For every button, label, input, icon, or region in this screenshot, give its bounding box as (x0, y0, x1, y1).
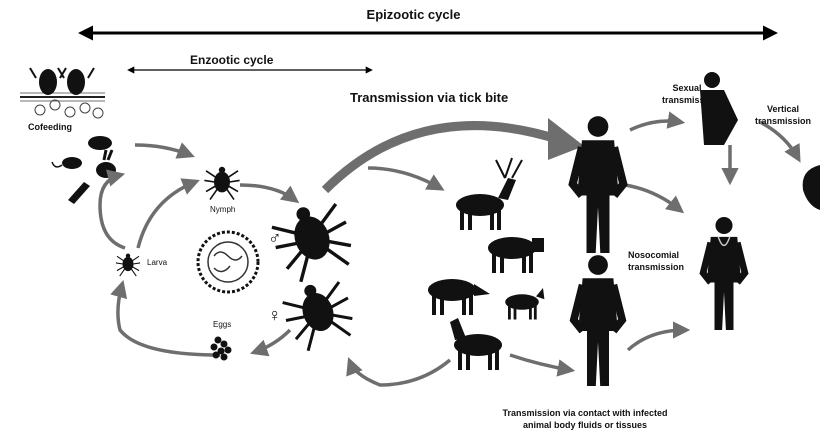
larva-tick-icon (116, 254, 140, 277)
nymph-tick-icon (204, 167, 239, 200)
cow-icon (488, 237, 544, 273)
virus-icon (198, 232, 258, 292)
horse-icon (450, 318, 502, 370)
tick-bite-label: Transmission via tick bite (350, 90, 508, 105)
eggs-label: Eggs (213, 320, 231, 329)
sexual-transmission-label: Sexual transmission (662, 82, 712, 106)
epizootic-label: Epizootic cycle (0, 7, 827, 22)
contact-transmission-label: Transmission via contact with infected a… (470, 407, 700, 431)
hare-icon (96, 150, 116, 178)
hedgehog-icon (88, 136, 112, 150)
female-symbol: ♀ (268, 305, 282, 326)
fetus-icon (803, 165, 820, 210)
vertical-transmission-label: Vertical transmission (755, 103, 811, 127)
nosocomial-transmission-label: Nosocomial transmission (628, 249, 684, 273)
larva-label: Larva (147, 258, 167, 267)
cofeeding-label: Cofeeding (28, 122, 72, 132)
enzootic-label: Enzootic cycle (190, 53, 273, 67)
male-symbol: ♂ (268, 228, 282, 249)
doctor-icon (703, 217, 745, 330)
goat-icon (505, 288, 544, 320)
human-lower-icon (574, 255, 622, 386)
human-upper-icon (573, 116, 624, 253)
boar-icon (428, 279, 490, 315)
cofeeding-icon (20, 68, 105, 118)
female-tick-icon (277, 274, 360, 354)
deer-icon (456, 158, 522, 230)
rodent-icon (52, 157, 82, 169)
nymph-label: Nymph (210, 205, 235, 214)
bird-icon (68, 182, 90, 204)
eggs-icon (211, 337, 232, 361)
tick-bite-arrow (325, 126, 560, 190)
